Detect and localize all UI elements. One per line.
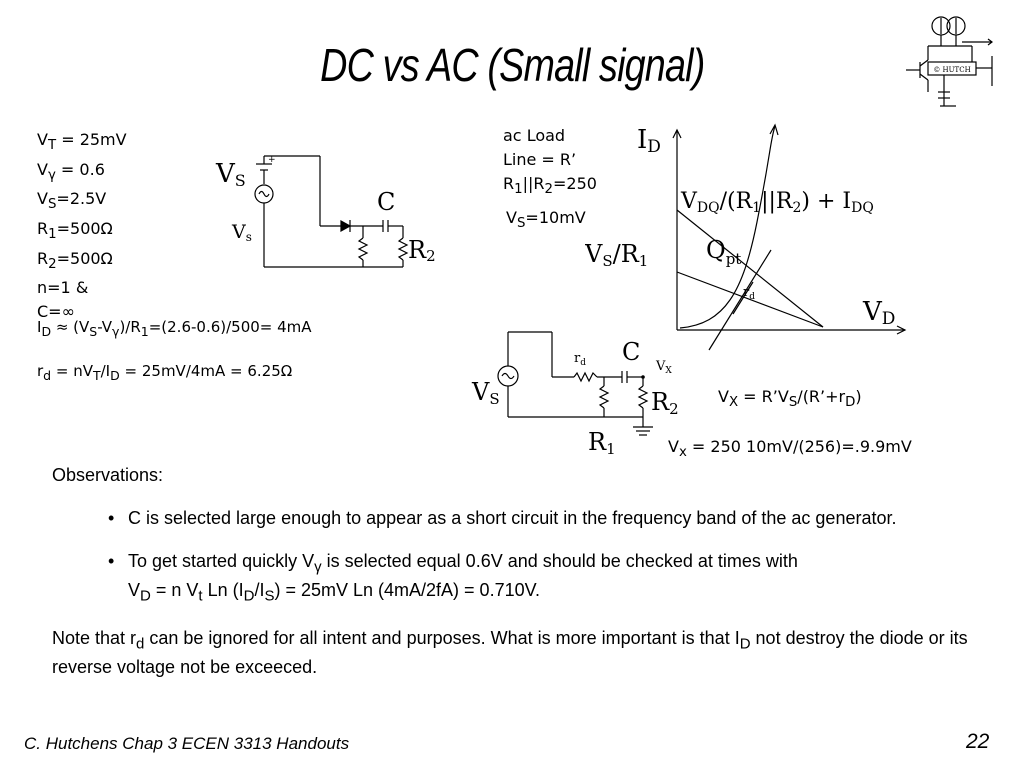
- param-r1: R1=500Ω: [37, 219, 113, 243]
- footer-credit: C. Hutchens Chap 3 ECEN 3313 Handouts: [24, 734, 350, 753]
- ac-vs-label: VS: [471, 378, 500, 408]
- vd-axis-label: VD: [862, 297, 895, 329]
- ac-r1-label: R1: [588, 428, 616, 458]
- logo-text: © HUTCH: [933, 66, 970, 74]
- q-point-label: Qpt: [706, 236, 741, 268]
- list-item: •To get started quickly Vγ is selected e…: [108, 551, 798, 605]
- ac-load-line: ac Load: [503, 126, 566, 145]
- diode-curve: [679, 125, 776, 329]
- vx-formula: VX = R’VS/(R’+rD): [718, 387, 862, 411]
- ac-parameters: ac Load Line = R’ R1||R2=250: [503, 124, 597, 202]
- observations-list: •C is selected large enough to appear as…: [52, 507, 992, 607]
- dc-parameters: VT = 25mV Vγ = 0.6 VS=2.5V R1=500Ω R2=50…: [37, 128, 127, 323]
- ac-vs: VS=10mV: [506, 208, 586, 232]
- vs-source-label: Vs: [231, 221, 252, 244]
- battery-plus: +: [268, 155, 276, 165]
- param-vgamma: Vγ = 0.6: [37, 159, 105, 183]
- hutch-logo: © HUTCH: [906, 16, 993, 107]
- vx-result: Vx = 250 10mV/(256)=.9.9mV: [668, 437, 912, 461]
- r1-r2-parallel: R1||R2=250: [503, 174, 597, 198]
- note-paragraph: Note that rd can be ignored for all inte…: [52, 628, 968, 677]
- c-label: C: [377, 188, 395, 216]
- bullet: •: [108, 508, 115, 528]
- param-n: n=1 &: [37, 278, 89, 298]
- bullet: •: [108, 551, 115, 571]
- list-item: •C is selected large enough to appear as…: [108, 508, 897, 528]
- ac-r2-label: R2: [651, 388, 679, 418]
- ac-rd-label: rd: [574, 351, 586, 368]
- param-vs: VS=2.5V: [37, 189, 107, 213]
- graph-rd-label: rd: [743, 285, 755, 302]
- ac-load-line: [676, 271, 824, 328]
- vs-top-label: VS: [215, 159, 246, 190]
- param-c: C=∞: [37, 301, 75, 321]
- vx-node: [641, 375, 645, 379]
- rd-tangent: [708, 249, 772, 351]
- dc-intercept-label: VDQ/(R1||R2) + IDQ: [680, 189, 874, 216]
- ac-circuit: VS rd C VX R2 R1: [471, 331, 679, 458]
- line-r: Line = R’: [503, 150, 577, 169]
- page-number: 22: [966, 730, 990, 753]
- observations-heading: Observations:: [52, 465, 164, 485]
- r2-label: R2: [408, 236, 436, 265]
- id-axis-label: ID: [637, 125, 661, 157]
- ac-c-label: C: [622, 338, 640, 366]
- param-vt: VT = 25mV: [37, 130, 127, 154]
- dc-load-line: [676, 209, 824, 328]
- param-r2: R2=500Ω: [37, 248, 113, 272]
- dc-circuit: + VS Vs C R2: [215, 155, 436, 268]
- rd-equation: rd = nVT/ID = 25mV/4mA = 6.25Ω: [37, 362, 293, 383]
- body-text: Observations: •C is selected large enoug…: [52, 464, 992, 679]
- ac-vx-label: VX: [655, 359, 672, 376]
- load-line-graph: ID VD VDQ/(R1||R2) + IDQ VS/R1 Qpt rd: [585, 123, 907, 351]
- vs-r1-label: VS/R1: [585, 240, 648, 270]
- slide-title: DC vs AC (Small signal): [319, 39, 705, 91]
- id-equation: ID ≈ (VS-Vγ)/R1=(2.6-0.6)/500= 4mA: [37, 318, 312, 339]
